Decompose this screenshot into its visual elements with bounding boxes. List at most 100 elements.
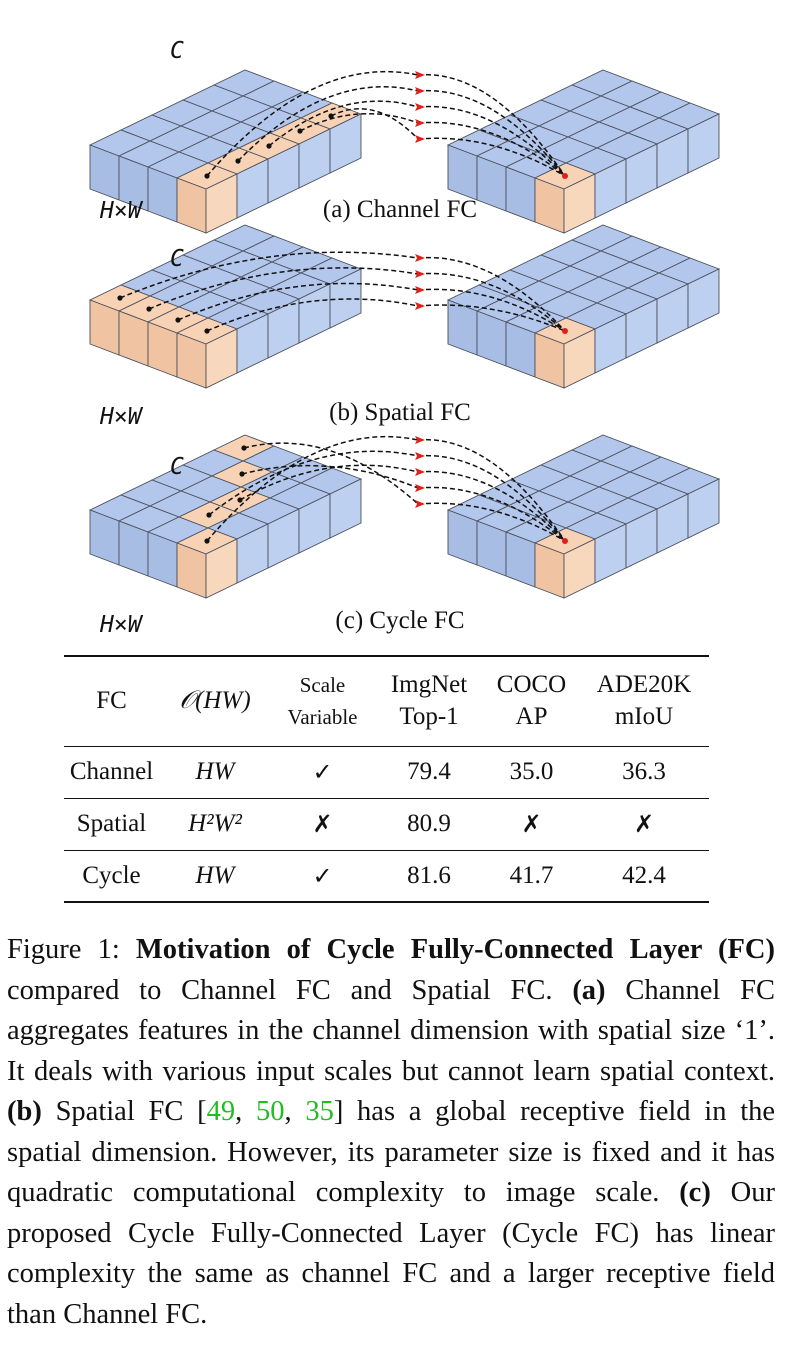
arrow-head-icon <box>415 103 425 111</box>
header-coco-line1: COCO <box>496 671 567 699</box>
panel-c: C H×W (c) Cycle FC <box>88 434 721 638</box>
arrow-head-icon <box>415 500 425 508</box>
caption-label-c: (c) <box>679 1177 711 1208</box>
header-ade-line1: ADE20K <box>596 671 692 699</box>
results-table: FC 𝒪(HW) Scale Variable ImgNet Top-1 COC… <box>64 655 709 903</box>
target-point <box>562 538 568 544</box>
header-coco: COCO AP <box>484 656 579 746</box>
connection-arrow <box>417 486 566 542</box>
row-ade: 36.3 <box>622 758 666 785</box>
target-point <box>562 328 568 334</box>
table-row: Cycle HW ✓ 81.6 41.7 42.4 <box>64 850 709 902</box>
caption-text: , <box>284 1096 306 1127</box>
arrow-head-icon <box>415 254 425 262</box>
arrow-head-icon <box>415 436 425 444</box>
channel-dim-label: C <box>170 454 184 480</box>
row-complexity: H²W² <box>188 810 242 837</box>
row-scale: ✓ <box>312 861 333 890</box>
connection-arrow <box>239 464 419 501</box>
row-coco: 35.0 <box>509 758 554 785</box>
connection-arrow <box>417 256 566 332</box>
spatial-dim-label: H×W <box>99 612 144 638</box>
caption-label-a: (a) <box>572 974 606 1006</box>
panel-caption: (a) Channel FC <box>323 196 477 223</box>
connection-arrow <box>241 464 419 489</box>
source-point <box>204 173 210 179</box>
header-ade-line2: mIoU <box>614 703 674 731</box>
connection-arrow <box>417 502 566 542</box>
citation-link[interactable]: 49 <box>206 1096 236 1127</box>
citation-link[interactable]: 50 <box>255 1096 285 1127</box>
source-point <box>175 317 181 323</box>
arrow-head-icon <box>415 302 425 310</box>
connection-arrow <box>417 288 566 332</box>
source-point <box>117 295 123 301</box>
source-point <box>266 143 272 149</box>
connection-arrow <box>237 86 419 162</box>
source-point <box>328 113 334 119</box>
table-row: Spatial H²W² ✗ 80.9 ✗ ✗ <box>64 798 709 850</box>
connection-arrow <box>417 137 566 177</box>
arrow-head-icon <box>415 87 425 95</box>
channel-dim-label: C <box>170 246 184 272</box>
row-complexity: HW <box>195 758 235 785</box>
fc-comparison-diagram: C H×W (a) Channel FC C H×W (b) Spatial FC C H×W… <box>88 38 721 638</box>
spatial-dim-label: H×W <box>99 404 144 430</box>
panel-caption: (b) Spatial FC <box>329 399 471 426</box>
cube-side <box>687 478 720 539</box>
panel-caption: (c) Cycle FC <box>335 607 464 634</box>
cube-side <box>329 113 362 174</box>
caption-text: ] has a global receptive field in the sp… <box>7 1096 776 1208</box>
table-row: Channel HW ✓ 79.4 35.0 36.3 <box>64 746 709 798</box>
connection-arrow <box>208 450 419 516</box>
connection-arrow <box>417 272 566 332</box>
connection-arrow <box>417 73 566 177</box>
source-point <box>297 128 303 134</box>
header-imgnet-line2: Top-1 <box>399 703 459 731</box>
citation-link[interactable]: 35 <box>305 1096 334 1127</box>
row-name: Channel <box>69 758 154 785</box>
header-imgnet: ImgNet Top-1 <box>374 656 484 746</box>
spatial-dim-label: H×W <box>99 198 144 224</box>
caption-text: , <box>235 1096 256 1127</box>
source-point <box>237 497 243 503</box>
header-imgnet-line1: ImgNet <box>390 671 468 699</box>
source-point <box>239 471 245 477</box>
header-ade20k: ADE20K mIoU <box>579 656 709 746</box>
header-scale-line1: Scale <box>299 673 346 698</box>
source-point <box>235 158 241 164</box>
figure-caption: Figure 1: Motivation of Cycle Fully-Conn… <box>7 930 775 1335</box>
header-complexity: 𝒪(HW) <box>179 687 251 715</box>
row-coco: 41.7 <box>509 861 554 889</box>
header-scale-line2: Variable <box>287 705 358 730</box>
caption-label-b: (b) <box>7 1096 42 1127</box>
connection-arrow <box>417 304 566 332</box>
channel-dim-label: C <box>170 38 184 64</box>
connection-arrow <box>417 121 566 177</box>
table-header-row: FC 𝒪(HW) Scale Variable ImgNet Top-1 COC… <box>64 656 709 746</box>
source-point <box>204 538 210 544</box>
row-scale: ✗ <box>312 810 333 838</box>
row-ade: ✗ <box>633 810 655 838</box>
arrow-head-icon <box>415 135 425 143</box>
connection-arrow <box>299 112 419 132</box>
row-ade: 42.4 <box>622 861 666 889</box>
row-imgnet: 79.4 <box>407 758 451 785</box>
row-name: Spatial <box>76 810 147 837</box>
source-point <box>241 445 247 451</box>
source-point <box>204 328 210 334</box>
arrow-head-icon <box>415 468 425 476</box>
arrow-head-icon <box>415 286 425 294</box>
cube-side <box>329 478 362 539</box>
header-fc: FC <box>96 687 127 715</box>
row-name: Cycle <box>82 861 141 889</box>
row-scale: ✓ <box>312 758 333 786</box>
caption-text: compared to Channel FC and Spatial FC. <box>7 974 573 1006</box>
header-scale-variable: Scale Variable <box>271 656 374 746</box>
connection-arrow <box>417 438 566 542</box>
connection-arrow <box>148 267 419 310</box>
connection-arrow <box>417 89 566 177</box>
panel-a: C H×W (a) Channel FC <box>88 38 721 234</box>
figure-illustration: C H×W (a) Channel FC C H×W (b) Spatial FC C H×W… <box>0 0 796 650</box>
connection-arrow <box>243 442 419 505</box>
